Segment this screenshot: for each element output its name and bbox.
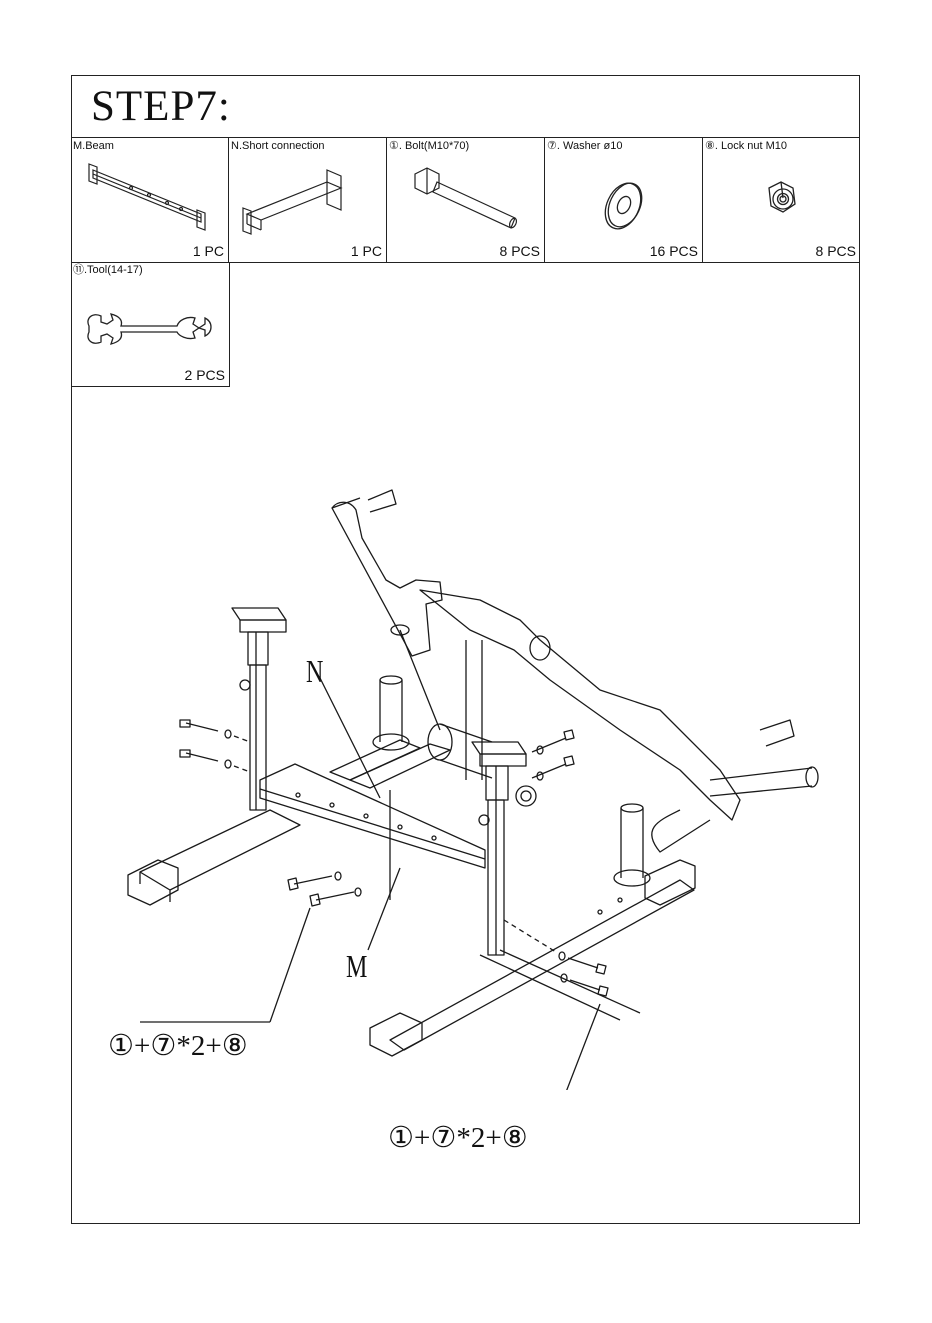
part-qty: 1 PC (351, 243, 382, 259)
bolts-right-top (532, 730, 574, 780)
part-label: ⑦. Washer ø10 (547, 140, 622, 152)
part-cell-lock-nut: ⑧. Lock nut M10 8 PCS (703, 138, 860, 262)
lever-arm (332, 490, 818, 852)
bolts-front (288, 872, 361, 906)
washer-icon (545, 152, 702, 257)
label-n: N (306, 655, 323, 687)
bolts-left (180, 720, 250, 772)
weight-horn-left (373, 676, 409, 750)
lock-nut-icon (703, 152, 860, 257)
short-connection-n (330, 740, 450, 788)
step-title: STEP7: (91, 85, 231, 128)
part-cell-beam: M.Beam 1 PC (71, 138, 229, 262)
left-upright (232, 608, 286, 810)
beam-icon (71, 152, 228, 257)
formula-left: ①+⑦*2+⑧ (108, 1032, 248, 1061)
part-qty: 8 PCS (816, 243, 856, 259)
part-qty: 2 PCS (185, 367, 225, 383)
label-m: M (346, 950, 367, 982)
right-upright (466, 640, 536, 955)
part-qty: 16 PCS (650, 243, 698, 259)
bolts-back (504, 920, 608, 996)
weight-horn-right (614, 804, 650, 886)
part-label: ⑪.Tool(14-17) (73, 264, 143, 276)
part-cell-short-connection: N.Short connection 1 PC (229, 138, 387, 262)
assembly-diagram (100, 480, 830, 1090)
part-cell-bolt: ①. Bolt(M10*70) 8 PCS (387, 138, 545, 262)
part-qty: 1 PC (193, 243, 224, 259)
part-label: ⑧. Lock nut M10 (705, 140, 787, 152)
part-cell-washer: ⑦. Washer ø10 16 PCS (545, 138, 703, 262)
part-label: M.Beam (73, 140, 114, 152)
part-cell-tool: ⑪.Tool(14-17) 2 PCS (71, 262, 230, 387)
part-qty: 8 PCS (500, 243, 540, 259)
right-base (370, 860, 695, 1056)
parts-table: M.Beam 1 PC N.Short connection 1 PC (71, 137, 860, 263)
part-label: N.Short connection (231, 140, 325, 152)
short-connection-icon (229, 152, 386, 257)
bolt-icon (387, 152, 544, 257)
formula-right: ①+⑦*2+⑧ (388, 1124, 528, 1153)
part-label: ①. Bolt(M10*70) (389, 140, 469, 152)
left-base (128, 810, 300, 905)
